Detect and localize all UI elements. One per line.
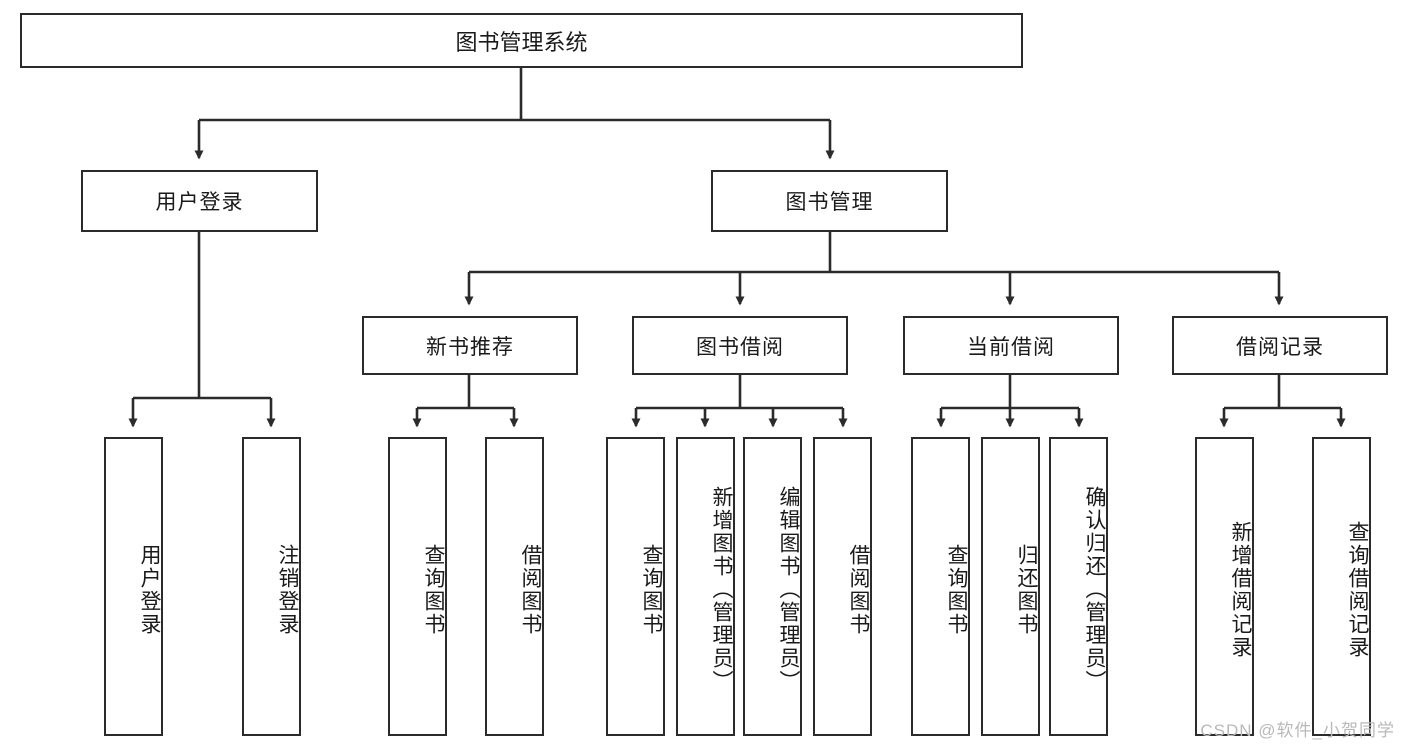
node-new-book-recommend[interactable]: 新书推荐 (362, 316, 578, 375)
node-label: 查询图书 (422, 543, 445, 636)
node-label: 编辑图书（管理员） (777, 486, 800, 693)
leaf-recommend-borrow-book[interactable]: 借阅图书 (485, 437, 544, 736)
node-label: 图书管理系统 (455, 29, 588, 55)
leaf-current-return-book[interactable]: 归还图书 (981, 437, 1040, 736)
node-label: 借阅图书 (519, 543, 542, 636)
node-label: 查询图书 (945, 543, 968, 636)
leaf-user-login-login[interactable]: 用户登录 (104, 437, 163, 736)
leaf-recommend-query-book[interactable]: 查询图书 (388, 437, 447, 736)
node-label: 借阅记录 (1236, 335, 1324, 359)
node-label: 新增图书（管理员） (710, 486, 733, 693)
node-label: 图书借阅 (696, 335, 784, 359)
node-current-borrow[interactable]: 当前借阅 (903, 316, 1119, 375)
node-label: 当前借阅 (967, 335, 1055, 359)
node-label: 确认归还（管理员） (1083, 486, 1106, 693)
node-label: 新增借阅记录 (1229, 520, 1252, 659)
node-label: 用户登录 (155, 191, 244, 214)
node-borrow-record[interactable]: 借阅记录 (1172, 316, 1388, 375)
leaf-record-add-record[interactable]: 新增借阅记录 (1195, 437, 1254, 736)
node-label: 查询图书 (640, 543, 663, 636)
node-user-login[interactable]: 用户登录 (81, 170, 318, 232)
leaf-borrow-borrow-book[interactable]: 借阅图书 (813, 437, 872, 736)
node-label: 新书推荐 (426, 335, 514, 359)
node-label: 图书管理 (785, 191, 874, 214)
node-root-system[interactable]: 图书管理系统 (20, 13, 1023, 68)
leaf-borrow-edit-book-admin[interactable]: 编辑图书（管理员） (743, 437, 802, 736)
leaf-record-query-record[interactable]: 查询借阅记录 (1312, 437, 1371, 736)
leaf-current-confirm-return-admin[interactable]: 确认归还（管理员） (1049, 437, 1108, 736)
leaf-current-query-book[interactable]: 查询图书 (911, 437, 970, 736)
leaf-borrow-add-book-admin[interactable]: 新增图书（管理员） (676, 437, 735, 736)
leaf-borrow-query-book[interactable]: 查询图书 (606, 437, 665, 736)
leaf-user-login-logout[interactable]: 注销登录 (242, 437, 301, 736)
node-label: 用户登录 (138, 543, 161, 636)
node-book-management[interactable]: 图书管理 (711, 170, 948, 232)
node-label: 查询借阅记录 (1346, 520, 1369, 659)
node-book-borrow[interactable]: 图书借阅 (632, 316, 848, 375)
node-label: 注销登录 (276, 543, 299, 636)
node-label: 归还图书 (1015, 543, 1038, 636)
node-label: 借阅图书 (847, 543, 870, 636)
